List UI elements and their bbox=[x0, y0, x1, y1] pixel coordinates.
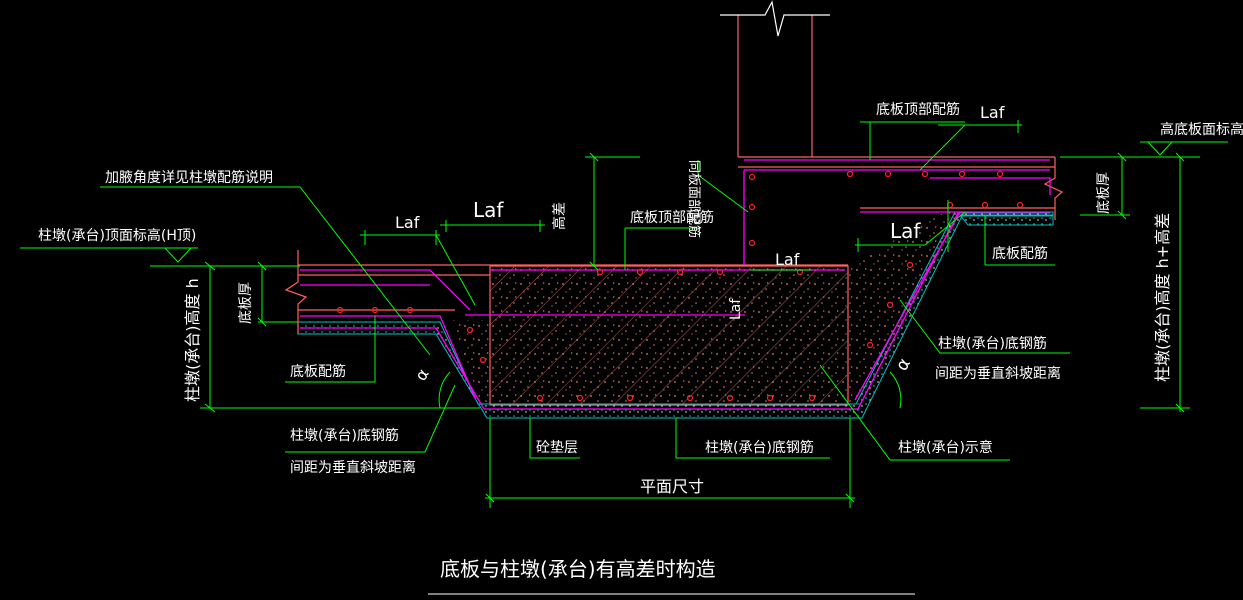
laf-center-label: Laf bbox=[775, 250, 800, 269]
slab-rebar-left-label: 底板配筋 bbox=[290, 363, 346, 380]
pier-bottom-rebar-center-label: 柱墩(承台)底钢筋 bbox=[705, 439, 814, 456]
high-slab-elevation-label: 高底板面标高 bbox=[1160, 121, 1243, 138]
pier-bottom-rebar-right-label: 柱墩(承台)底钢筋 bbox=[938, 335, 1047, 352]
spacing-note-right-label: 间距为垂直斜坡距离 bbox=[935, 365, 1061, 382]
laf-left-big-label: Laf bbox=[473, 198, 504, 222]
pier-height-left-label: 柱墩(承台)高度 h bbox=[183, 278, 202, 402]
rebar-dots bbox=[336, 170, 1024, 402]
cushion-label: 砼垫层 bbox=[536, 440, 578, 456]
angle-right-label: α bbox=[892, 355, 915, 375]
pier-height-right-label: 柱墩(承台)高度 h+高差 bbox=[1153, 213, 1172, 382]
dimension-lines bbox=[20, 120, 1228, 595]
laf-top-right-label: Laf bbox=[980, 103, 1005, 122]
plan-size-label: 平面尺寸 bbox=[640, 477, 704, 496]
slab-thickness-left-label: 底板厚 bbox=[238, 282, 254, 324]
low-slab-outline bbox=[284, 250, 848, 334]
column-outline bbox=[720, 0, 830, 157]
height-diff-label: 高差 bbox=[551, 202, 568, 230]
haunch-note-label: 加腋角度详见柱墩配筋说明 bbox=[105, 169, 273, 186]
slab-top-rebar-mid-label: 底板顶部配筋 bbox=[630, 209, 714, 226]
laf-center-vertical-label: Laf bbox=[728, 298, 744, 320]
laf-left-small-label: Laf bbox=[395, 213, 420, 232]
same-slab-rebar-label: 同板面部配筋 bbox=[686, 160, 702, 238]
pier-bottom-rebar-left-label: 柱墩(承台)底钢筋 bbox=[290, 427, 399, 444]
pier-body bbox=[489, 265, 849, 406]
angle-left-label: α bbox=[411, 365, 433, 384]
slab-rebar-right-label: 底板配筋 bbox=[992, 245, 1048, 262]
slab-top-rebar-right-label: 底板顶部配筋 bbox=[876, 101, 960, 118]
pier-schematic-label: 柱墩(承台)示意 bbox=[898, 439, 993, 456]
pier-top-elevation-label: 柱墩(承台)顶面标高(H顶) bbox=[38, 227, 196, 244]
labels: 加腋角度详见柱墩配筋说明 柱墩(承台)顶面标高(H顶) Laf Laf 底板顶部… bbox=[38, 101, 1243, 581]
spacing-note-left-label: 间距为垂直斜坡距离 bbox=[290, 459, 416, 476]
slab-thickness-right-label: 底板厚 bbox=[1096, 172, 1112, 214]
high-slab-outline bbox=[738, 156, 1064, 220]
laf-right-label: Laf bbox=[890, 219, 921, 243]
drawing-title: 底板与柱墩(承台)有高差时构造 bbox=[440, 557, 716, 581]
